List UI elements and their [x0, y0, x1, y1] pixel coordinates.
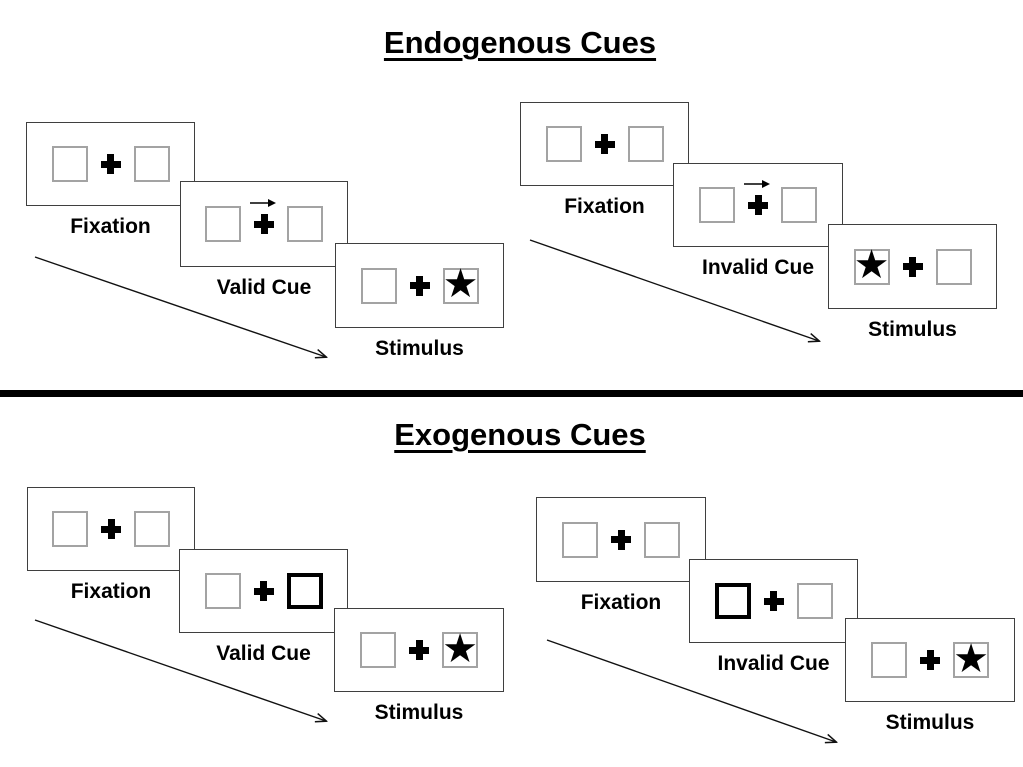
- fixation-cross-icon: [409, 640, 429, 660]
- placeholder-square: [360, 632, 396, 668]
- section-divider: [0, 390, 1023, 397]
- step-label: Valid Cue: [216, 642, 311, 665]
- target-square: ★: [953, 635, 989, 682]
- fixation-cross-icon: [902, 256, 923, 277]
- central-cue: [250, 199, 276, 234]
- valid-cue-panel: [180, 181, 348, 267]
- placeholder-square: [545, 126, 582, 162]
- target-square: ★: [442, 625, 478, 672]
- fixation-panel: [27, 487, 195, 571]
- star-icon: ★: [442, 625, 478, 672]
- timeline-arrow: [34, 256, 326, 357]
- valid-cue-panel: [179, 549, 348, 633]
- highlighted-cue-square: [286, 573, 323, 609]
- step-label: Stimulus: [375, 337, 464, 360]
- section-title-exogenous: Exogenous Cues: [394, 417, 646, 452]
- stimulus-panel: ★: [335, 243, 504, 328]
- fixation-panel: [536, 497, 706, 582]
- timeline-arrow: [34, 619, 326, 721]
- fixation-cross-icon: [409, 275, 430, 296]
- step-label: Fixation: [564, 195, 645, 218]
- placeholder-square: [699, 187, 735, 223]
- placeholder-square: [360, 267, 397, 304]
- placeholder-square: [52, 511, 88, 547]
- fixation-cross-icon: [254, 214, 274, 234]
- fixation-cross-icon: [763, 591, 784, 611]
- step-label: Stimulus: [885, 711, 975, 734]
- star-icon: ★: [442, 261, 479, 307]
- placeholder-square: [562, 521, 598, 558]
- step-label: Fixation: [580, 591, 662, 614]
- placeholder-square: [287, 206, 323, 242]
- step-label: Stimulus: [868, 318, 957, 341]
- placeholder-square: [627, 126, 664, 162]
- fixation-cross-icon: [748, 195, 768, 215]
- placeholder-square: [204, 573, 241, 609]
- star-icon: ★: [853, 242, 890, 288]
- invalid-cue-panel: [673, 163, 843, 247]
- placeholder-square: [134, 511, 170, 547]
- stimulus-panel: ★: [845, 618, 1015, 702]
- invalid-cue-panel: [689, 559, 858, 643]
- step-label: Valid Cue: [216, 276, 312, 299]
- fixation-cross-icon: [611, 529, 631, 550]
- central-cue: [744, 180, 770, 215]
- placeholder-square: [781, 187, 817, 223]
- step-label: Fixation: [70, 580, 152, 603]
- star-icon: ★: [953, 635, 989, 682]
- fixation-cross-icon: [253, 581, 274, 601]
- target-square: ★: [442, 261, 479, 307]
- placeholder-square: [796, 583, 833, 619]
- fixation-panel: [26, 122, 195, 206]
- right-arrow-icon: [744, 180, 770, 188]
- step-label: Stimulus: [374, 701, 464, 724]
- right-arrow-icon: [250, 199, 276, 207]
- placeholder-square: [871, 642, 907, 678]
- step-label: Fixation: [70, 215, 151, 238]
- stimulus-panel: ★: [334, 608, 504, 692]
- stimulus-panel: ★: [828, 224, 997, 309]
- fixation-cross-icon: [101, 519, 121, 539]
- step-label: Invalid Cue: [717, 652, 830, 675]
- fixation-panel: [520, 102, 689, 186]
- placeholder-square: [133, 146, 170, 182]
- step-label: Invalid Cue: [701, 256, 815, 279]
- fixation-cross-icon: [594, 134, 615, 154]
- section-title-endogenous: Endogenous Cues: [383, 25, 657, 60]
- highlighted-cue-square: [714, 583, 751, 619]
- placeholder-square: [935, 248, 972, 285]
- placeholder-square: [51, 146, 88, 182]
- fixation-cross-icon: [100, 154, 121, 174]
- placeholder-square: [644, 521, 680, 558]
- placeholder-square: [205, 206, 241, 242]
- fixation-cross-icon: [920, 650, 940, 670]
- target-square: ★: [853, 242, 890, 288]
